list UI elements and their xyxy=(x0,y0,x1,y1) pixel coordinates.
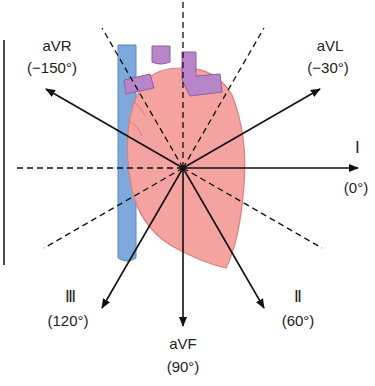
heart-detail xyxy=(128,120,142,136)
angle-label: (60°) xyxy=(282,313,315,330)
lead-arrow xyxy=(183,89,320,168)
side-line xyxy=(3,40,5,265)
axis-dash xyxy=(183,168,322,248)
lead-arrow xyxy=(102,168,183,308)
angle-label: (90°) xyxy=(167,359,200,376)
lead-name: aVR xyxy=(42,38,71,55)
axis-dash xyxy=(102,28,183,168)
lead-name: aVF xyxy=(169,336,197,353)
lead-arrow xyxy=(183,168,264,308)
lead-arrow xyxy=(182,168,184,326)
lead-arrow xyxy=(183,167,358,169)
angle-label: (120°) xyxy=(47,313,88,330)
pulmonary-vessel xyxy=(124,74,154,94)
lead-arrow xyxy=(46,89,183,168)
lead-name: Ⅰ xyxy=(355,139,360,157)
center-dot xyxy=(181,166,186,171)
heart-detail xyxy=(130,100,145,116)
axis-dash xyxy=(183,28,264,168)
lead-name: Ⅲ xyxy=(65,288,76,306)
aorta xyxy=(152,46,170,64)
angle-label: (−30°) xyxy=(307,60,348,77)
angle-label: (0°) xyxy=(344,180,368,197)
lead-name: Ⅱ xyxy=(294,288,302,306)
angle-label: (−150°) xyxy=(27,60,77,77)
lead-name: aVL xyxy=(317,38,344,55)
axis-dash xyxy=(14,167,183,168)
axis-dash xyxy=(182,2,183,168)
pulmonary-artery xyxy=(182,52,222,96)
axis-dash xyxy=(44,168,183,248)
